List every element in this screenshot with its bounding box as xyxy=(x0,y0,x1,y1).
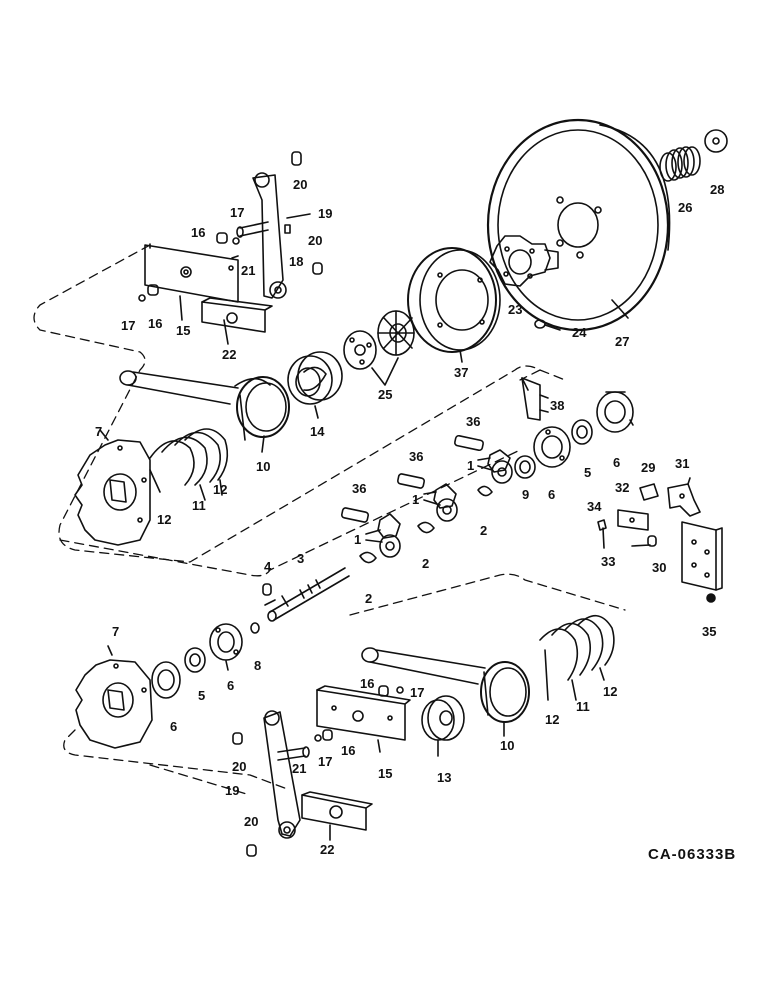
callout-24: 24 xyxy=(572,325,587,340)
callout-11: 11 xyxy=(576,699,590,714)
callout-12: 12 xyxy=(545,712,560,727)
callout-36: 36 xyxy=(409,449,424,464)
assembly-boundary-lines xyxy=(33,244,626,796)
callout-10: 10 xyxy=(256,459,271,474)
callout-17: 17 xyxy=(230,205,245,220)
callout-15: 15 xyxy=(378,766,393,781)
callout-1: 1 xyxy=(467,458,475,473)
callout-26: 26 xyxy=(678,200,693,215)
drawing-code: CA-06333B xyxy=(648,846,737,863)
gear-and-bearing-set xyxy=(341,377,634,564)
callout-22: 22 xyxy=(320,842,335,857)
callout-22: 22 xyxy=(222,347,237,362)
callout-9: 9 xyxy=(522,487,530,502)
callout-28: 28 xyxy=(710,182,725,197)
callout-35: 35 xyxy=(702,624,717,639)
callout-37: 37 xyxy=(454,365,469,380)
callout-6: 6 xyxy=(170,719,178,734)
callout-12: 12 xyxy=(157,512,172,527)
callout-31: 31 xyxy=(675,456,690,471)
callout-1: 1 xyxy=(412,492,420,507)
sheave-and-arm-assembly xyxy=(119,247,501,453)
callout-6: 6 xyxy=(613,455,621,470)
callout-20: 20 xyxy=(232,759,247,774)
callout-20: 20 xyxy=(293,177,308,192)
callout-17: 17 xyxy=(121,318,136,333)
callout-33: 33 xyxy=(601,554,616,569)
drive-pulley-assembly xyxy=(486,118,728,332)
mounting-hardware xyxy=(597,477,723,603)
callout-16: 16 xyxy=(148,316,163,331)
callout-5: 5 xyxy=(584,465,592,480)
callout-32: 32 xyxy=(615,480,630,495)
callout-16: 16 xyxy=(191,225,206,240)
middle-left-plate-and-springs xyxy=(74,428,229,546)
callout-20: 20 xyxy=(308,233,323,248)
callout-17: 17 xyxy=(318,754,333,769)
callout-7: 7 xyxy=(112,624,120,639)
callout-5: 5 xyxy=(198,688,206,703)
callout-23: 23 xyxy=(508,302,523,317)
callout-6: 6 xyxy=(548,487,556,502)
callout-4: 4 xyxy=(264,559,272,574)
callout-3: 3 xyxy=(297,551,305,566)
callout-36: 36 xyxy=(466,414,481,429)
callout-34: 34 xyxy=(587,499,602,514)
callout-13: 13 xyxy=(437,770,452,785)
callout-2: 2 xyxy=(422,556,430,571)
callout-2: 2 xyxy=(480,523,488,538)
callout-14: 14 xyxy=(310,424,325,439)
callout-7: 7 xyxy=(95,424,103,439)
callout-38: 38 xyxy=(550,398,565,413)
callout-16: 16 xyxy=(360,676,375,691)
callout-11: 11 xyxy=(192,498,206,513)
callout-6: 6 xyxy=(227,678,235,693)
callout-36: 36 xyxy=(352,481,367,496)
callout-1: 1 xyxy=(354,532,362,547)
callout-12: 12 xyxy=(213,482,228,497)
callout-18: 18 xyxy=(289,254,304,269)
callout-21: 21 xyxy=(292,761,307,776)
callout-8: 8 xyxy=(254,658,262,673)
callout-16: 16 xyxy=(341,743,356,758)
callout-19: 19 xyxy=(225,783,240,798)
lower-arm-assembly xyxy=(232,614,615,857)
callout-21: 21 xyxy=(241,263,256,278)
callout-27: 27 xyxy=(615,334,630,349)
callout-19: 19 xyxy=(318,206,333,221)
callout-29: 29 xyxy=(641,460,656,475)
callout-2: 2 xyxy=(365,591,373,606)
callout-12: 12 xyxy=(603,684,618,699)
lower-shaft-assembly xyxy=(75,567,350,749)
callout-30: 30 xyxy=(652,560,667,575)
callout-17: 17 xyxy=(410,685,425,700)
callout-15: 15 xyxy=(176,323,191,338)
callout-10: 10 xyxy=(500,738,515,753)
callout-25: 25 xyxy=(378,387,393,402)
callout-20: 20 xyxy=(244,814,259,829)
upper-left-linkage xyxy=(138,151,323,345)
